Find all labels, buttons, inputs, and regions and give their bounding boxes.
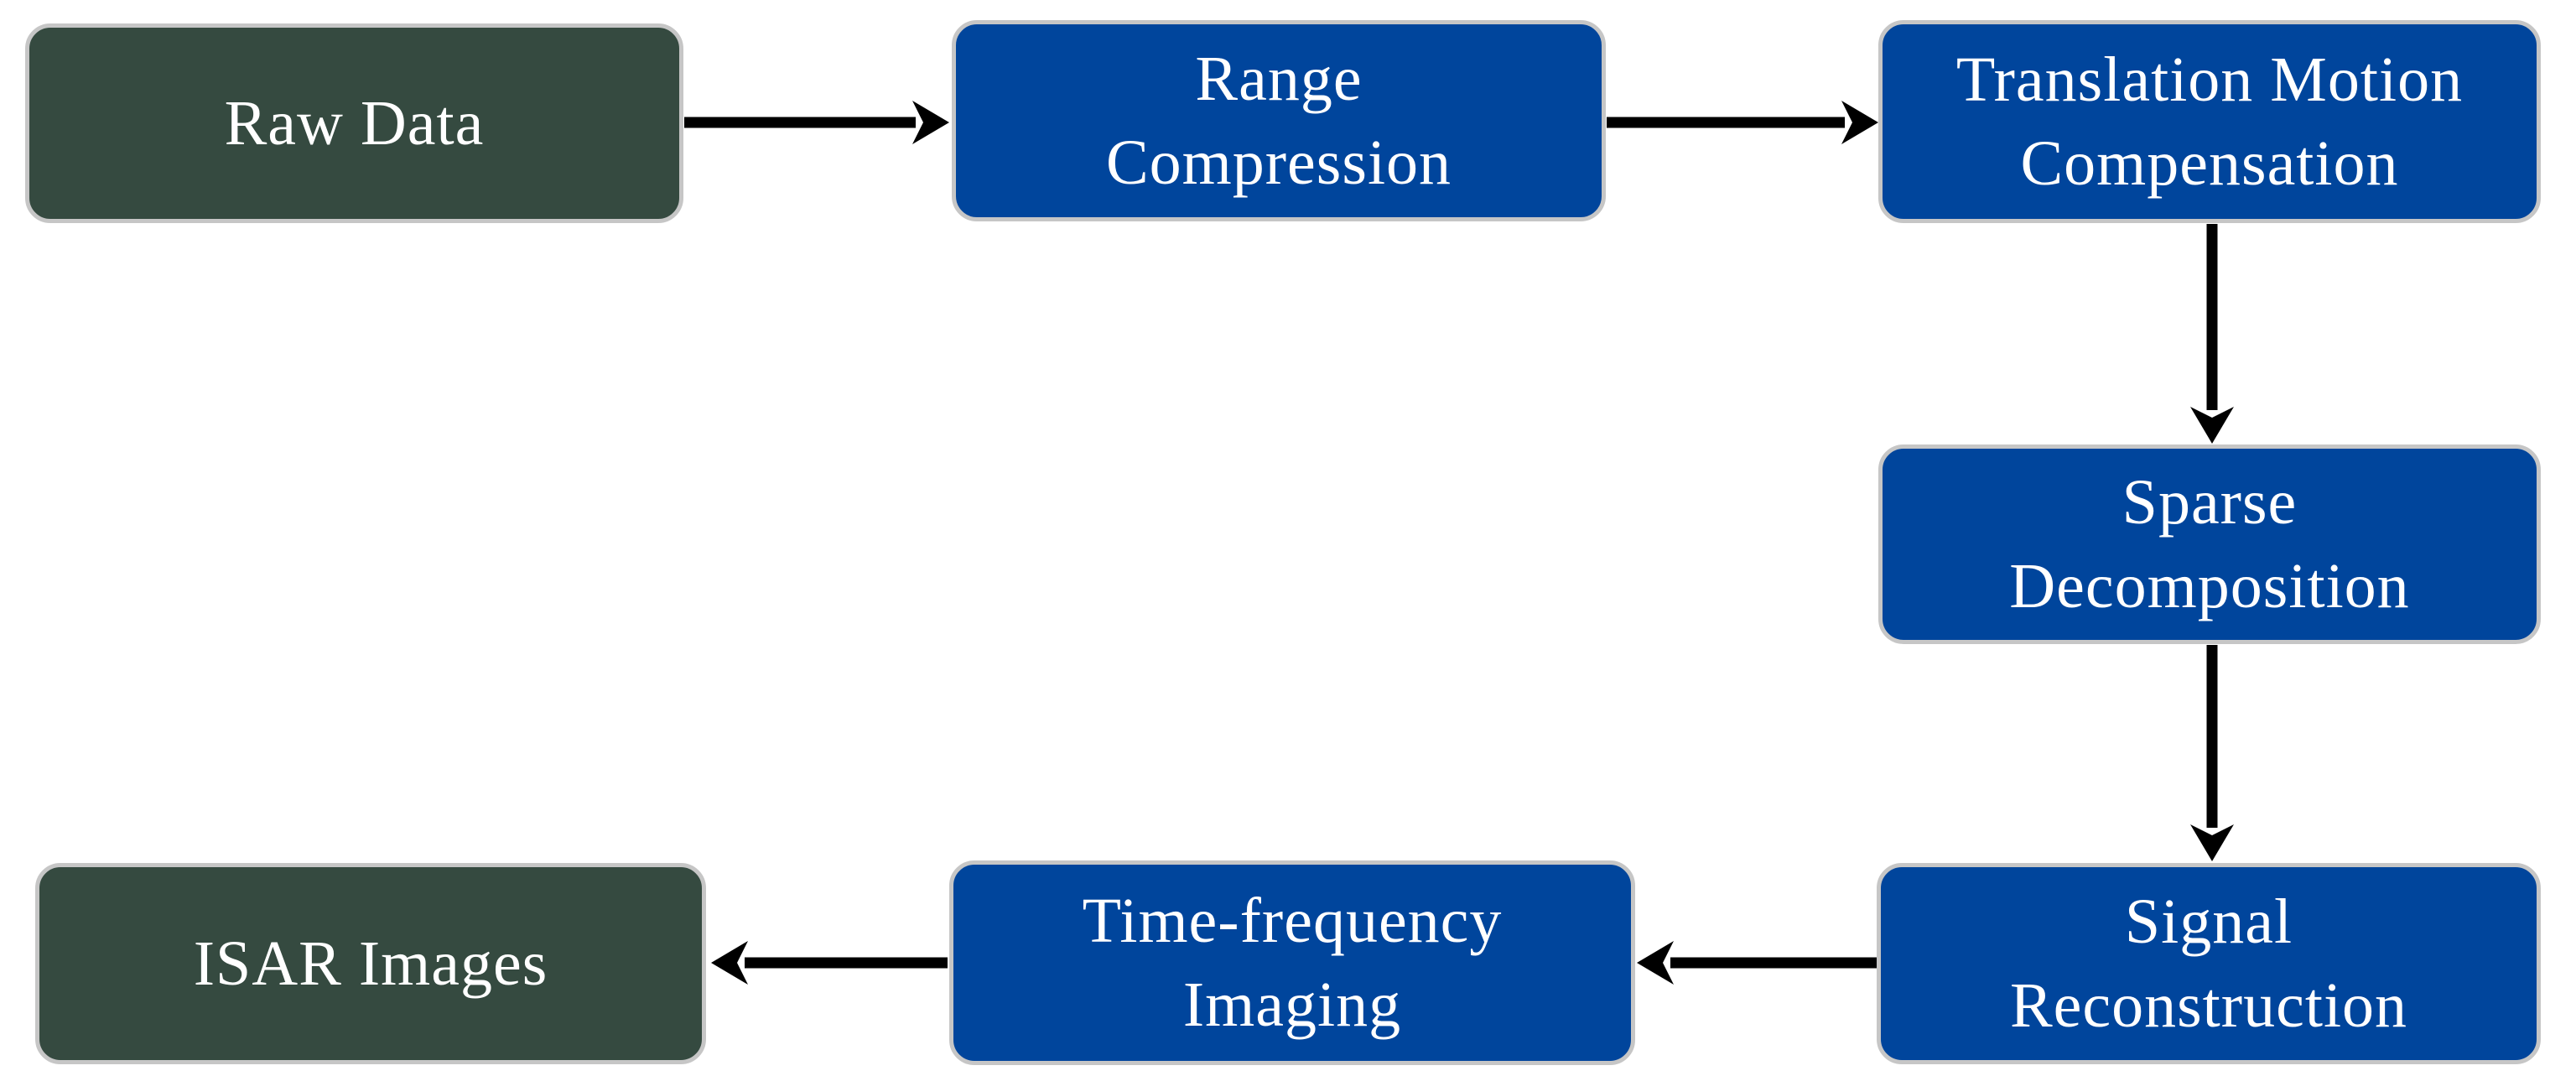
node-time-frequency-imaging-label: Time-frequency Imaging (1082, 885, 1503, 1040)
node-time-frequency-imaging: Time-frequency Imaging (949, 860, 1635, 1065)
node-isar-images: ISAR Images (35, 863, 706, 1064)
node-raw-data: Raw Data (25, 23, 683, 223)
node-range-compression: Range Compression (952, 20, 1606, 221)
node-sparse-decomposition: Sparse Decomposition (1878, 444, 2541, 644)
node-raw-data-label: Raw Data (224, 87, 485, 159)
node-signal-reconstruction-label: Signal Reconstruction (2009, 886, 2408, 1041)
node-translation-motion-compensation-label: Translation Motion Compensation (1955, 44, 2464, 199)
node-signal-reconstruction: Signal Reconstruction (1877, 863, 2541, 1064)
node-sparse-decomposition-label: Sparse Decomposition (2009, 466, 2410, 621)
node-translation-motion-compensation: Translation Motion Compensation (1878, 20, 2541, 223)
node-range-compression-label: Range Compression (1105, 43, 1452, 198)
node-isar-images-label: ISAR Images (193, 928, 548, 999)
